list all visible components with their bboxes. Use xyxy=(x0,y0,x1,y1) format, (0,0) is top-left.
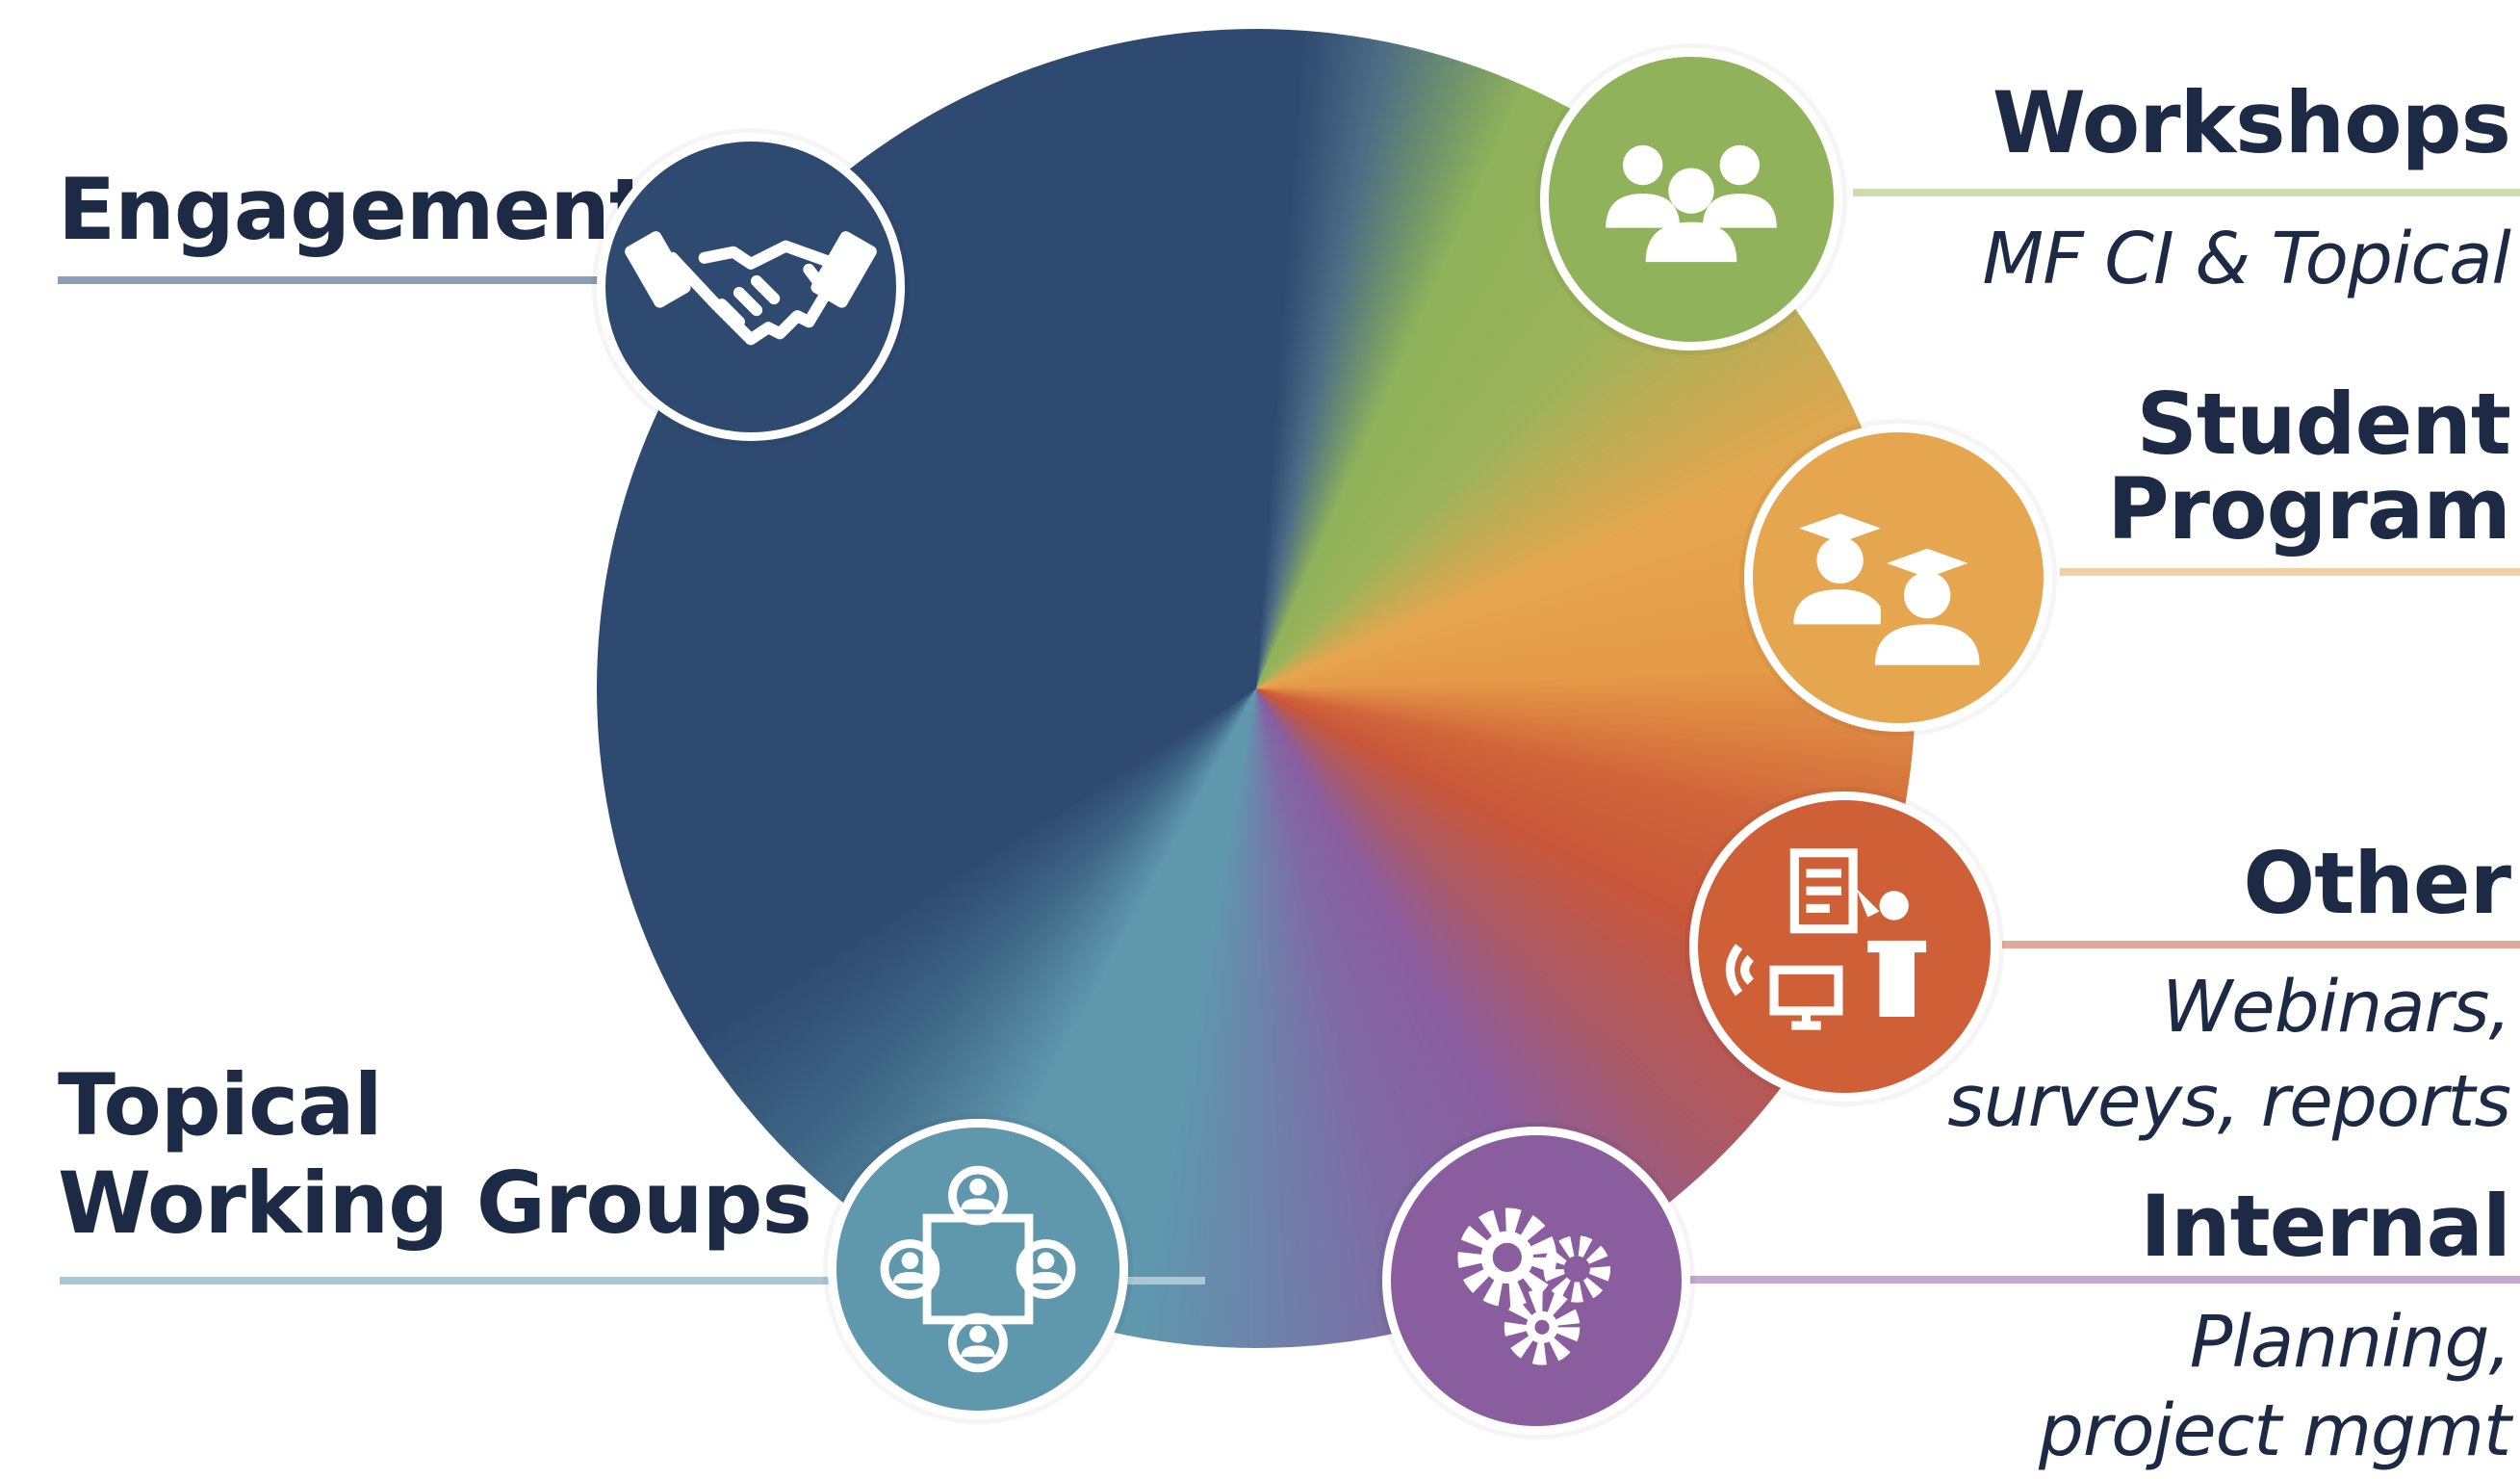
group-people-icon xyxy=(1606,144,1777,263)
internal-title: Internal xyxy=(2140,1177,2511,1276)
workshops-badge xyxy=(1540,48,1842,350)
topical-badge xyxy=(828,1119,1128,1419)
student-badge xyxy=(1744,424,2052,732)
other-connector-line xyxy=(2002,941,2520,948)
internal-subtitle-line2: project mgmt xyxy=(2038,1389,2511,1472)
topical-connector-line xyxy=(60,1277,1205,1284)
engagement-connector-line xyxy=(58,276,606,284)
graduates-icon xyxy=(1793,513,1980,665)
other-badge xyxy=(1689,791,1999,1102)
topical-title-line1: Topical xyxy=(58,1055,383,1155)
internal-subtitle-line1: Planning, xyxy=(2189,1301,2511,1384)
other-subtitle-line1: Webinars, xyxy=(2162,966,2511,1049)
engagement-badge xyxy=(597,133,905,441)
other-subtitle-line2: surveys, reports xyxy=(1947,1060,2511,1143)
workshops-title: Workshops xyxy=(1992,73,2511,172)
student-connector-line xyxy=(2060,568,2520,576)
internal-connector-line xyxy=(1684,1276,2520,1284)
document-podium-computer-icon xyxy=(1725,848,1927,1030)
engagement-title: Engagement xyxy=(58,160,650,259)
student-title-line2: Program xyxy=(2107,459,2511,558)
student-title-line1: Student xyxy=(2136,375,2511,474)
gears-icon xyxy=(1457,1207,1611,1365)
workshops-connector-line xyxy=(1853,189,2520,196)
topical-title-line2: Working Groups xyxy=(58,1154,812,1253)
workshops-subtitle: MF CI & Topical xyxy=(1982,218,2511,300)
internal-badge xyxy=(1382,1127,1690,1435)
network-people-icon xyxy=(880,1165,1076,1373)
handshake-icon xyxy=(625,231,877,346)
other-title: Other xyxy=(2243,834,2511,933)
